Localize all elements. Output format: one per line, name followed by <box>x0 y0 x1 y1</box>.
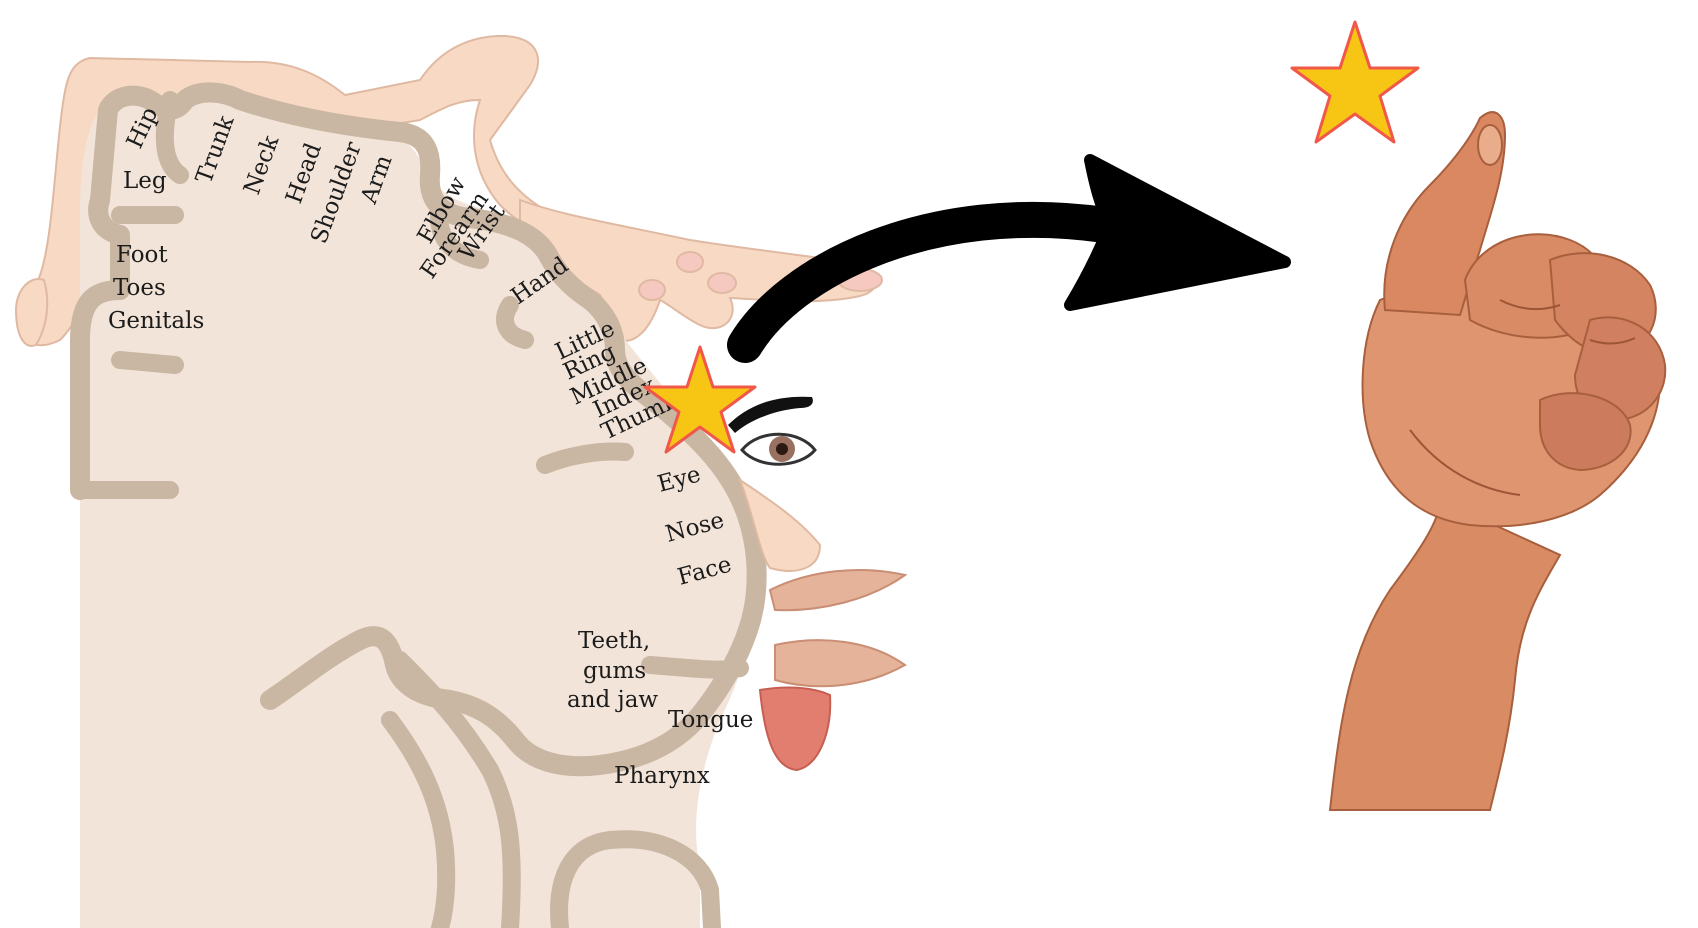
sulcus-6 <box>496 296 534 349</box>
label-toes: Toes <box>113 275 166 301</box>
homunculus-foot <box>14 278 49 347</box>
cortex-slice <box>70 82 767 928</box>
nose <box>737 477 822 572</box>
forearm <box>1328 498 1562 811</box>
star-icon <box>643 345 757 454</box>
little-finger <box>1539 392 1632 472</box>
thumbnail <box>1477 124 1503 166</box>
sulcus-7 <box>536 442 634 474</box>
star-icon <box>1290 20 1420 144</box>
label-teeth-line-2: gums <box>583 658 646 684</box>
tongue <box>758 686 832 772</box>
sulcus-5 <box>430 196 489 269</box>
label-leg: Leg <box>123 168 167 194</box>
label-teeth-line-1: Teeth, <box>578 628 650 654</box>
label-teeth-line-3: and jaw <box>567 687 658 713</box>
upper-lip <box>768 569 908 612</box>
homunculus-face <box>728 396 908 772</box>
label-pharynx: Pharynx <box>614 763 710 789</box>
lower-lip <box>774 639 907 688</box>
label-foot: Foot <box>116 242 168 268</box>
sulcus-1 <box>155 91 189 184</box>
sulcus-8 <box>641 656 749 679</box>
label-tongue: Tongue <box>668 707 753 733</box>
curved-arrow-icon <box>727 154 1291 363</box>
eyebrow <box>728 396 813 433</box>
lower-gyrus-1 <box>391 651 521 928</box>
lower-gyrus-3 <box>550 830 721 928</box>
label-genitals: Genitals <box>108 308 204 334</box>
sulcus-3 <box>111 351 184 374</box>
lower-gyrus-2 <box>381 711 456 928</box>
thumb-hand-illustration <box>1328 111 1667 811</box>
